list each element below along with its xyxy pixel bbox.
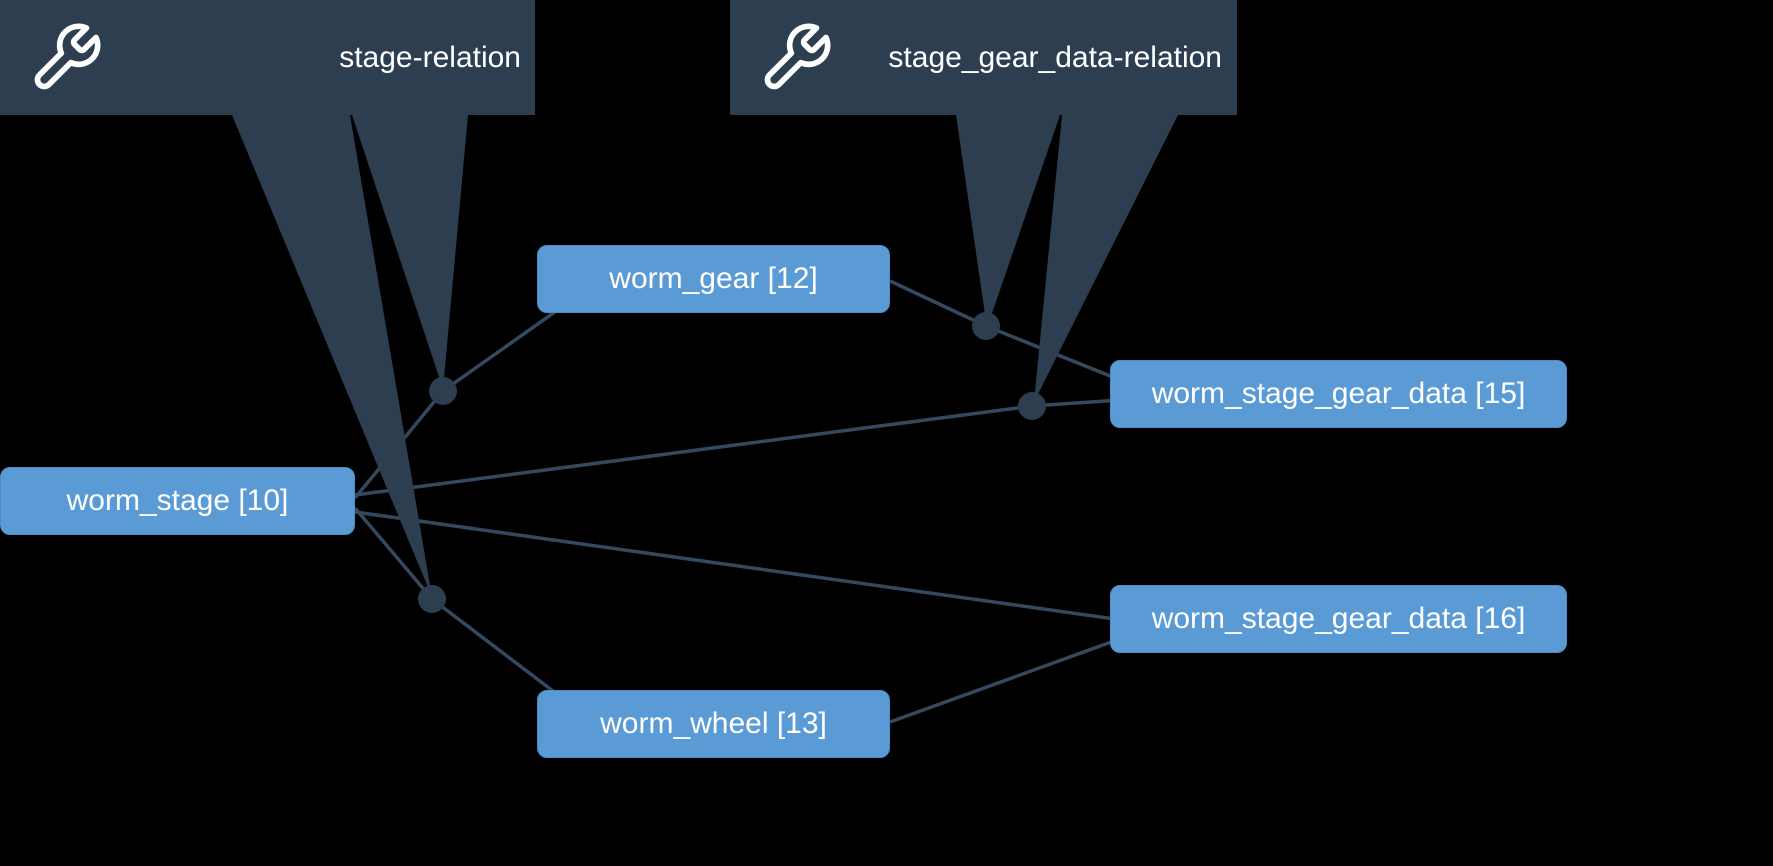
node-label: worm_wheel [13] [600, 707, 827, 740]
tooltip-stage-relation: stage-relation [0, 0, 535, 115]
node-worm-stage-gear-data-15[interactable]: worm_stage_gear_data [15] [1110, 360, 1567, 428]
tooltip-label: stage_gear_data-relation [888, 40, 1222, 74]
node-label: worm_stage_gear_data [16] [1151, 602, 1526, 635]
tooltip-pointers [232, 115, 1178, 597]
node-label: worm_stage_gear_data [15] [1151, 377, 1526, 410]
wrench-icon [758, 20, 834, 96]
tooltip-label: stage-relation [339, 40, 521, 74]
gear-data-relation-pointer-long [1034, 115, 1178, 402]
node-label: worm_gear [12] [609, 262, 818, 295]
relation-dots [418, 312, 1046, 613]
node-worm-wheel[interactable]: worm_wheel [13] [537, 690, 890, 758]
stage-relation-pointer-short [352, 115, 468, 389]
node-label: worm_stage [10] [66, 484, 289, 517]
stage-relation-pointer-long [232, 115, 432, 597]
edges [353, 278, 1151, 744]
gear-data-relation-pointer-short [956, 115, 1060, 328]
relation-dot-stage-relation-1[interactable] [429, 377, 457, 405]
relation-dot-gear-data-relation-2[interactable] [1018, 392, 1046, 420]
node-worm-stage-gear-data-16[interactable]: worm_stage_gear_data [16] [1110, 585, 1567, 653]
relation-dot-gear-data-relation-1[interactable] [972, 312, 1000, 340]
edge-gear-to-geardatarelation1 [889, 279, 987, 328]
edge-stage-to-geardatarelation2 [354, 404, 1033, 497]
tooltip-stage-gear-data-relation: stage_gear_data-relation [730, 0, 1237, 115]
wrench-icon [28, 20, 104, 96]
edge-wheel-to-data16 [889, 626, 1151, 724]
node-worm-gear[interactable]: worm_gear [12] [537, 245, 890, 313]
edge-stage-to-data16 [354, 510, 1151, 626]
relation-dot-stage-relation-2[interactable] [418, 585, 446, 613]
edge-stage-to-stagerelation2 [353, 506, 434, 601]
node-worm-stage[interactable]: worm_stage [10] [0, 467, 355, 535]
